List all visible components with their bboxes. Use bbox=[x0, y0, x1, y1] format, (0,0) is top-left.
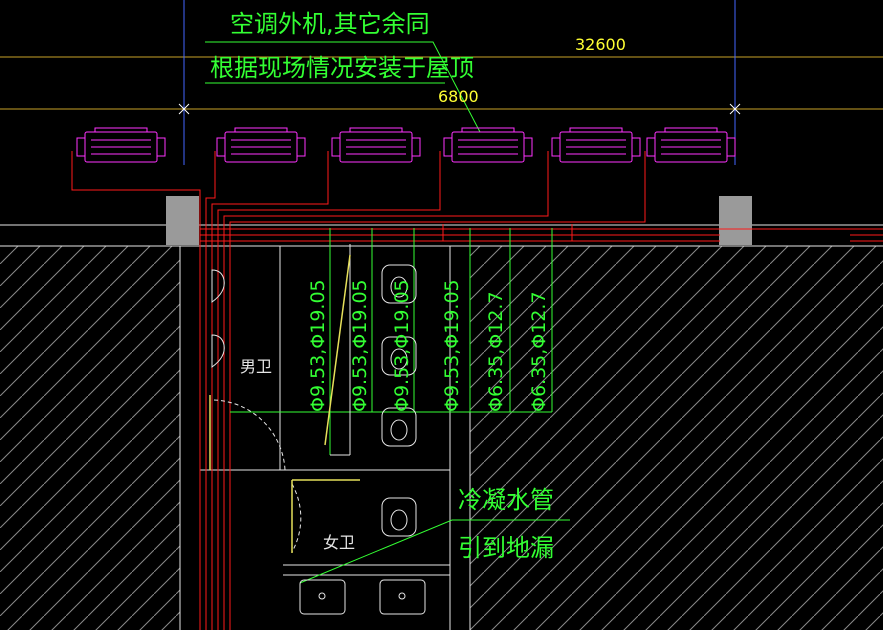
condensate-note-line1: 冷凝水管 bbox=[458, 486, 554, 514]
squat-toilet bbox=[381, 497, 417, 537]
condensate-note-line2: 引到地漏 bbox=[458, 534, 554, 562]
hatched-ground-areas bbox=[0, 246, 883, 630]
refrigerant-pipes bbox=[71, 151, 883, 630]
outdoor-unit bbox=[646, 127, 736, 163]
leader-outdoor-unit bbox=[205, 41, 481, 133]
pipe-spec-label: Φ9.53,Φ19.05 bbox=[349, 279, 371, 412]
room-label-womens: 女卫 bbox=[323, 533, 355, 552]
outdoor-unit bbox=[551, 127, 641, 163]
pipe-spec-label: Φ6.35,Φ12.7 bbox=[485, 291, 507, 412]
branch-pipe-lines bbox=[230, 228, 553, 455]
pipe-spec-label: Φ6.35,Φ12.7 bbox=[528, 291, 550, 412]
restroom-fixtures bbox=[211, 244, 426, 615]
outdoor-unit bbox=[216, 127, 306, 163]
outdoor-unit bbox=[443, 127, 533, 163]
dimension-bay-span: 6800 bbox=[438, 87, 479, 106]
dimension-lines bbox=[0, 56, 883, 110]
outdoor-unit bbox=[76, 127, 166, 163]
column-left bbox=[166, 196, 199, 245]
partition-doors bbox=[209, 254, 360, 553]
squat-toilet bbox=[381, 264, 417, 304]
leader-condensate bbox=[299, 519, 570, 584]
annotation-leaders bbox=[205, 41, 570, 584]
urinal bbox=[211, 269, 225, 303]
wash-basin bbox=[379, 579, 426, 615]
column-right bbox=[719, 196, 752, 245]
dimension-total-span: 32600 bbox=[575, 35, 626, 54]
room-label-mens: 男卫 bbox=[240, 357, 272, 376]
wash-basin bbox=[299, 579, 346, 615]
outdoor-unit-note-line2: 根据现场情况安装于屋顶 bbox=[210, 54, 474, 82]
outdoor-units bbox=[76, 127, 736, 163]
outdoor-unit bbox=[331, 127, 421, 163]
structural-columns bbox=[166, 196, 752, 245]
dimension-ticks bbox=[178, 103, 741, 115]
squat-toilet bbox=[381, 407, 417, 447]
pipe-spec-label: Φ9.53,Φ19.05 bbox=[307, 279, 329, 412]
hatch-left bbox=[0, 246, 180, 630]
squat-toilet bbox=[381, 336, 417, 376]
hatch-right bbox=[470, 246, 883, 630]
pipe-spec-label: Φ9.53,Φ19.05 bbox=[441, 279, 463, 412]
urinal bbox=[211, 334, 225, 368]
pipe-spec-labels: Φ9.53,Φ19.05 Φ9.53,Φ19.05 Φ9.53,Φ19.05 Φ… bbox=[307, 279, 550, 412]
pipe-spec-label: Φ9.53,Φ19.05 bbox=[391, 279, 413, 412]
outdoor-unit-note-line1: 空调外机,其它余同 bbox=[230, 10, 430, 38]
